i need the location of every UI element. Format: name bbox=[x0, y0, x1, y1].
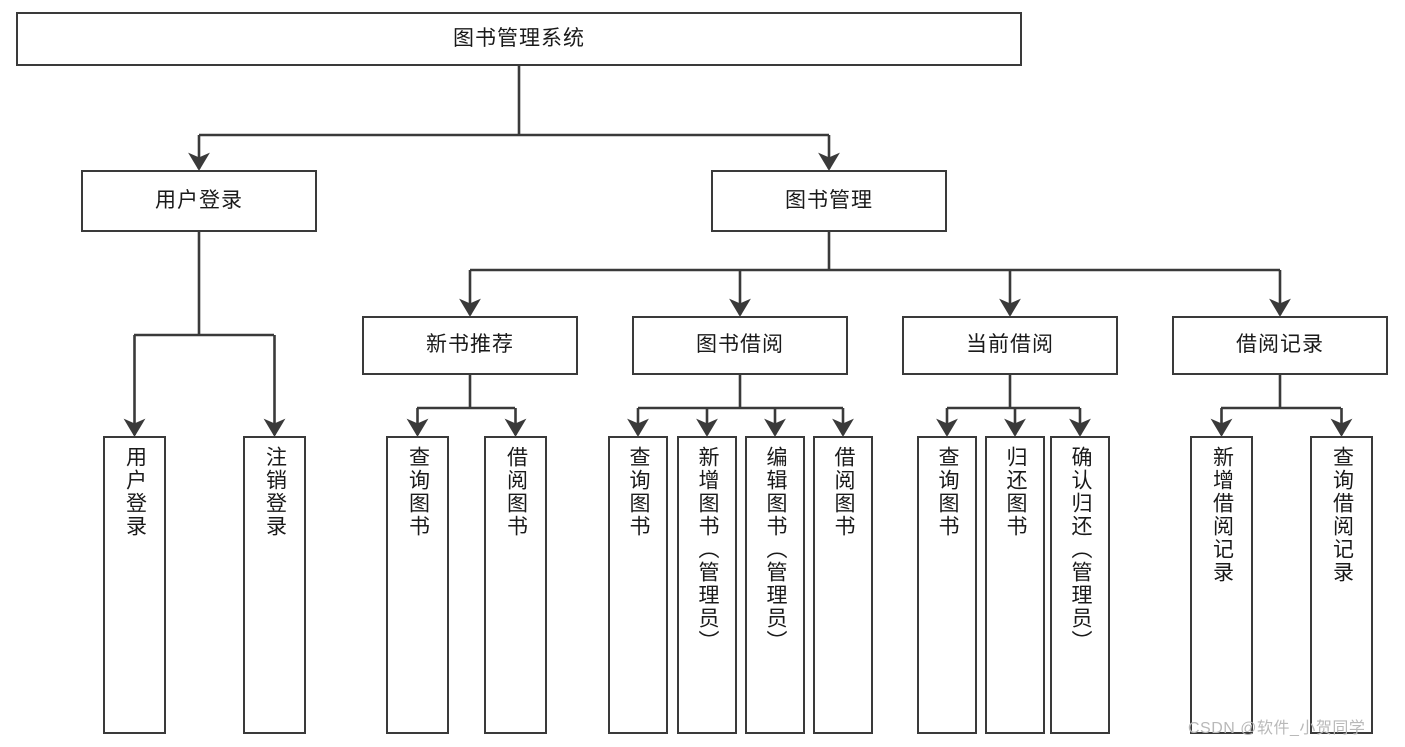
node-leaf-cb-confirm[interactable]: 确认归还（管理员） bbox=[1050, 436, 1110, 734]
node-leaf-rec-borrow[interactable]: 借阅图书 bbox=[484, 436, 547, 734]
node-label: 图书管理 bbox=[785, 188, 873, 212]
node-label: 查询图书 bbox=[936, 446, 960, 538]
node-new-book-rec[interactable]: 新书推荐 bbox=[362, 316, 578, 375]
node-label: 图书管理系统 bbox=[453, 26, 585, 50]
node-leaf-user-logout[interactable]: 注销登录 bbox=[243, 436, 306, 734]
node-leaf-bb-add[interactable]: 新增图书（管理员） bbox=[677, 436, 737, 734]
node-root[interactable]: 图书管理系统 bbox=[16, 12, 1022, 66]
node-label: 查询图书 bbox=[627, 446, 651, 538]
node-current-borrow[interactable]: 当前借阅 bbox=[902, 316, 1118, 375]
node-label: 注销登录 bbox=[263, 446, 287, 538]
node-leaf-cb-query[interactable]: 查询图书 bbox=[917, 436, 977, 734]
node-label: 新增借阅记录 bbox=[1210, 446, 1234, 584]
node-leaf-bb-edit[interactable]: 编辑图书（管理员） bbox=[745, 436, 805, 734]
node-label: 用户登录 bbox=[123, 446, 147, 538]
node-leaf-cb-return[interactable]: 归还图书 bbox=[985, 436, 1045, 734]
node-label: 新增图书（管理员） bbox=[696, 446, 720, 653]
node-borrow-record[interactable]: 借阅记录 bbox=[1172, 316, 1388, 375]
node-leaf-br-query[interactable]: 查询借阅记录 bbox=[1310, 436, 1373, 734]
node-label: 当前借阅 bbox=[966, 333, 1054, 357]
node-label: 借阅图书 bbox=[504, 446, 528, 538]
node-label: 编辑图书（管理员） bbox=[764, 446, 788, 653]
node-label: 借阅记录 bbox=[1236, 333, 1324, 357]
node-leaf-bb-borrow[interactable]: 借阅图书 bbox=[813, 436, 873, 734]
node-book-borrow[interactable]: 图书借阅 bbox=[632, 316, 848, 375]
node-label: 归还图书 bbox=[1004, 446, 1028, 538]
node-leaf-user-login[interactable]: 用户登录 bbox=[103, 436, 166, 734]
node-label: 用户登录 bbox=[155, 188, 243, 212]
node-leaf-br-add[interactable]: 新增借阅记录 bbox=[1190, 436, 1253, 734]
node-leaf-rec-query[interactable]: 查询图书 bbox=[386, 436, 449, 734]
node-label: 新书推荐 bbox=[426, 333, 514, 357]
node-label: 确认归还（管理员） bbox=[1069, 446, 1093, 653]
node-leaf-bb-query[interactable]: 查询图书 bbox=[608, 436, 668, 734]
node-label: 查询借阅记录 bbox=[1330, 446, 1354, 584]
node-book-manage[interactable]: 图书管理 bbox=[711, 170, 947, 232]
node-label: 查询图书 bbox=[406, 446, 430, 538]
node-label: 借阅图书 bbox=[832, 446, 856, 538]
node-user-login[interactable]: 用户登录 bbox=[81, 170, 317, 232]
connector-lines bbox=[123, 66, 1353, 437]
node-label: 图书借阅 bbox=[696, 333, 784, 357]
